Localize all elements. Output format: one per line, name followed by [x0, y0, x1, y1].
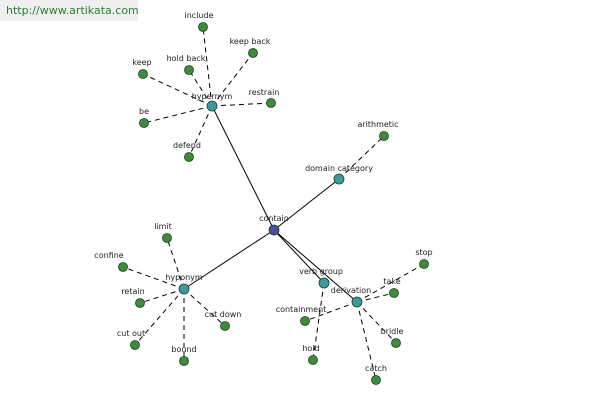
node-confine[interactable]: [118, 262, 128, 272]
edge-derivation-take: [356, 292, 395, 303]
node-bridle[interactable]: [391, 338, 401, 348]
node-contain[interactable]: [268, 224, 280, 236]
edge-contain-hypernym: [211, 105, 275, 231]
node-label-catch: catch: [365, 364, 387, 373]
node-label-hyponym: hyponym: [165, 273, 203, 282]
edge-hyponym-retain: [139, 288, 185, 304]
node-be[interactable]: [139, 118, 149, 128]
node-cut-out[interactable]: [130, 340, 140, 350]
edge-hypernym-defend: [188, 105, 213, 158]
edge-hypernym-be: [143, 105, 213, 124]
node-containment[interactable]: [300, 316, 310, 326]
node-label-keep: keep: [132, 58, 151, 67]
node-label-keep-back: keep back: [230, 37, 271, 46]
node-take[interactable]: [389, 288, 399, 298]
node-limit[interactable]: [162, 233, 172, 243]
node-label-cut-down: cut down: [205, 310, 242, 319]
node-restrain[interactable]: [266, 98, 276, 108]
node-defend[interactable]: [184, 152, 194, 162]
node-retain[interactable]: [135, 298, 145, 308]
node-label-defend: defend: [173, 141, 201, 150]
nodes-layer: [118, 22, 429, 385]
node-hypernym[interactable]: [206, 100, 218, 112]
edge-contain-domain-category: [273, 178, 340, 231]
edge-hyponym-cut-down: [183, 288, 226, 327]
node-derivation[interactable]: [351, 296, 363, 308]
edge-contain-verb-group: [273, 229, 325, 284]
node-label-bridle: bridle: [381, 327, 404, 336]
node-label-cut-out: cut out: [117, 329, 145, 338]
node-domain-category[interactable]: [333, 173, 345, 185]
node-verb-group[interactable]: [318, 277, 330, 289]
node-label-domain-category: domain category: [305, 164, 373, 173]
node-label-be: be: [139, 107, 149, 116]
node-include[interactable]: [198, 22, 208, 32]
watermark-url[interactable]: http://www.artikata.com: [0, 0, 139, 21]
node-label-containment: containment: [276, 305, 327, 314]
edge-derivation-containment: [304, 301, 358, 322]
edge-hypernym-keep: [142, 73, 213, 107]
node-label-hold-back: hold back: [167, 54, 206, 63]
edge-hypernym-include: [202, 26, 213, 107]
node-arithmetic[interactable]: [379, 131, 389, 141]
node-label-arithmetic: arithmetic: [357, 120, 398, 129]
edge-contain-hyponym: [183, 229, 275, 290]
node-label-limit: limit: [154, 222, 172, 231]
edge-hypernym-hold-back: [188, 69, 213, 107]
node-label-bound: bound: [171, 345, 196, 354]
labels-layer: contain hypernym domain category hyponym ver…: [94, 11, 432, 373]
node-stop[interactable]: [419, 259, 429, 269]
edge-domain-category-arithmetic: [338, 135, 385, 180]
node-catch[interactable]: [371, 375, 381, 385]
edge-verb-group-hold: [312, 282, 325, 361]
edge-contain-derivation: [273, 229, 358, 303]
node-hyponym[interactable]: [178, 283, 190, 295]
edge-hyponym-cut-out: [134, 288, 185, 346]
node-label-stop: stop: [415, 248, 432, 257]
node-label-contain: contain: [259, 214, 289, 223]
node-cut-down[interactable]: [220, 321, 230, 331]
node-label-derivation: derivation: [331, 286, 371, 295]
node-bound[interactable]: [179, 356, 189, 366]
node-label-verb-group: verb group: [299, 267, 343, 276]
node-label-hold: hold: [302, 344, 319, 353]
node-label-take: take: [383, 277, 400, 286]
edge-hyponym-confine: [122, 266, 185, 290]
edge-hypernym-keep-back: [211, 52, 254, 107]
node-label-hypernym: hypernym: [192, 92, 233, 101]
edges-layer: [122, 26, 425, 381]
edge-derivation-stop: [356, 263, 425, 303]
node-keep-back[interactable]: [248, 48, 258, 58]
node-label-include: include: [185, 11, 214, 20]
edge-hypernym-restrain: [211, 102, 272, 107]
node-keep[interactable]: [138, 69, 148, 79]
node-label-restrain: restrain: [249, 88, 280, 97]
edge-derivation-bridle: [356, 301, 397, 344]
node-hold[interactable]: [308, 355, 318, 365]
node-label-confine: confine: [94, 251, 123, 260]
node-label-retain: retain: [121, 287, 144, 296]
node-hold-back[interactable]: [184, 65, 194, 75]
edge-derivation-catch: [356, 301, 377, 381]
